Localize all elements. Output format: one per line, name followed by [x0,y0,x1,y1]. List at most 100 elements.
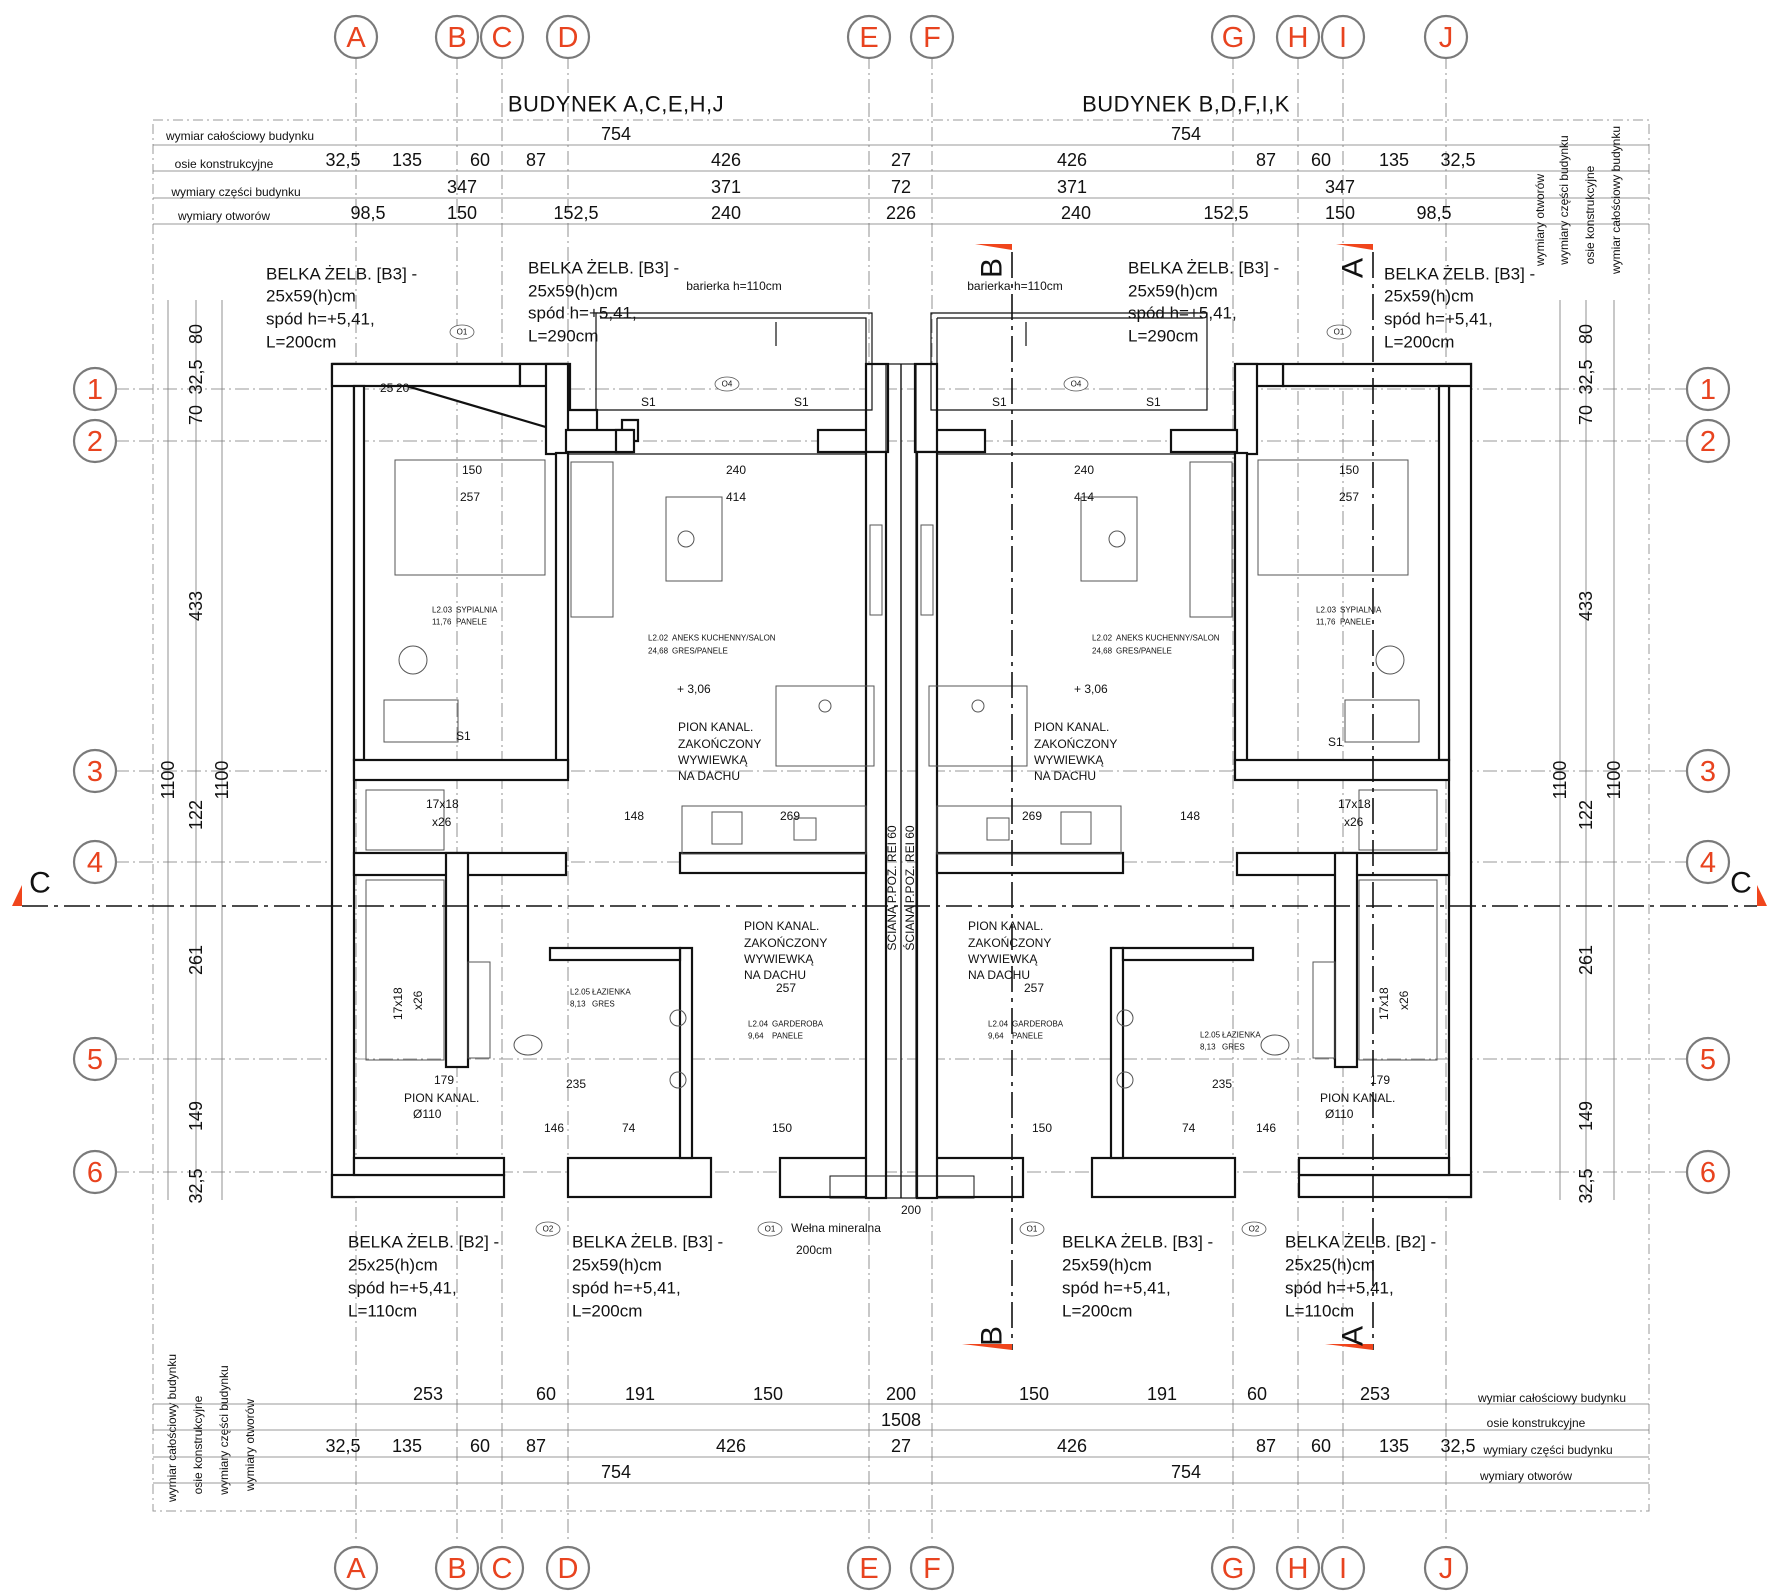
dim-row-label: wymiary otworów [1479,1469,1572,1483]
dim-value: 754 [1171,124,1201,144]
axis-bubble-e-bottom: E [846,1545,892,1591]
svg-text:20: 20 [396,381,410,395]
svg-text:L2.04: L2.04 [988,1020,1009,1029]
svg-text:150: 150 [1032,1121,1052,1135]
svg-text:1100: 1100 [1550,761,1570,800]
dim-value: 426 [1057,1436,1087,1456]
svg-text:ZAKOŃCZONY: ZAKOŃCZONY [968,935,1051,950]
svg-text:L=200cm: L=200cm [572,1302,642,1321]
svg-text:spód h=+5,41,: spód h=+5,41, [528,304,637,323]
pion-note-upper-right: PION KANAL. ZAKOŃCZONY WYWIEWKĄ NA DACHU [1034,720,1117,783]
svg-text:L2.03: L2.03 [1316,606,1337,615]
bottom-dimensions: wymiar całościowy budynku osie konstrukc… [153,1384,1649,1484]
svg-text:x26: x26 [432,815,452,829]
svg-text:C: C [492,22,513,54]
svg-text:L2.05: L2.05 [570,988,591,997]
svg-text:240: 240 [1074,463,1094,477]
dim-row-label: osie konstrukcyjne [175,157,274,171]
svg-text:GARDEROBA: GARDEROBA [1012,1020,1064,1029]
svg-text:PION KANAL.: PION KANAL. [1320,1091,1395,1105]
svg-text:ŁAZIENKA: ŁAZIENKA [1222,1031,1261,1040]
svg-text:257: 257 [776,981,796,995]
svg-text:235: 235 [1212,1077,1232,1091]
svg-text:F: F [923,1553,941,1585]
svg-text:O4: O4 [722,380,733,389]
dim-row-label: osie konstrukcyjne [1487,1416,1586,1430]
furniture-left [365,459,883,1089]
svg-text:74: 74 [622,1121,636,1135]
dim-value: 150 [447,203,477,223]
svg-text:O1: O1 [457,328,468,337]
dim-value: 150 [753,1384,783,1404]
section-lines: C C B A B A [12,244,1767,1350]
dim-value: 87 [1256,1436,1276,1456]
axis-bubble-b-top: B [434,14,480,60]
svg-text:257: 257 [460,490,480,504]
dim-value: 1508 [881,1410,921,1430]
svg-text:J: J [1439,22,1454,54]
axis-bubbles: A B C D E F G H I J A B C D E F G H I J … [72,14,1731,1591]
svg-text:NA DACHU: NA DACHU [678,769,740,783]
svg-text:O2: O2 [543,1225,554,1234]
room-label-sypialnia-right: L2.03 SYPIALNIA 11,76 PANELE [1316,606,1382,627]
dim-value: 32,5 [325,1436,360,1456]
svg-text:spód h=+5,41,: spód h=+5,41, [266,310,375,329]
svg-text:5: 5 [1700,1044,1716,1076]
svg-text:S1: S1 [794,395,809,409]
dim-value: 191 [625,1384,655,1404]
axis-bubble-3-left: 3 [72,748,118,794]
svg-text:25x59(h)cm: 25x59(h)cm [528,282,618,301]
dim-value: 152,5 [553,203,598,223]
dim-value: 135 [392,150,422,170]
axis-bubble-1-left: 1 [72,366,118,412]
svg-text:G: G [1222,1553,1245,1585]
svg-text:A: A [346,22,366,54]
svg-text:J: J [1439,1553,1454,1585]
svg-text:150: 150 [462,463,482,477]
svg-text:GRES: GRES [1222,1043,1245,1052]
room-label-garderoba-left: L2.04 GARDEROBA 9,64 PANELE [748,1020,824,1041]
svg-text:x26: x26 [411,990,425,1010]
svg-text:80: 80 [186,324,206,344]
svg-text:L2.02: L2.02 [1092,634,1113,643]
svg-text:S1: S1 [456,729,471,743]
furniture-right [920,459,1438,1089]
beam-tags: O1 O4 O4 O1 O2 O1 O1 O2 [449,324,1352,1237]
axis-bubble-g-top: G [1210,14,1256,60]
svg-text:PION KANAL.: PION KANAL. [404,1091,479,1105]
svg-text:4: 4 [1700,847,1716,879]
svg-text:PION KANAL.: PION KANAL. [968,919,1043,933]
svg-text:BELKA ŻELB. [B3] -: BELKA ŻELB. [B3] - [266,265,417,284]
axis-bubble-i-top: I [1320,14,1366,60]
svg-text:257: 257 [1339,490,1359,504]
svg-text:NA DACHU: NA DACHU [1034,769,1096,783]
beam-note-b3-290-top-left: BELKA ŻELB. [B3] - 25x59(h)cm spód h=+5,… [528,259,679,346]
svg-text:PION KANAL.: PION KANAL. [678,720,753,734]
svg-text:70: 70 [186,405,206,425]
svg-text:E: E [859,1553,878,1585]
dim-value: 27 [891,150,911,170]
svg-text:ZAKOŃCZONY: ZAKOŃCZONY [678,736,761,751]
svg-text:17x18: 17x18 [391,987,405,1020]
dim-value: 371 [711,177,741,197]
dim-value: 60 [1311,150,1331,170]
svg-text:17x18: 17x18 [426,797,459,811]
svg-text:F: F [923,22,941,54]
svg-text:WYWIEWKĄ: WYWIEWKĄ [968,952,1038,966]
axis-bubble-a-top: A [333,14,379,60]
svg-text:L2.04: L2.04 [748,1020,769,1029]
svg-text:25x59(h)cm: 25x59(h)cm [1062,1256,1152,1275]
svg-text:32,5: 32,5 [1576,1168,1596,1203]
svg-text:261: 261 [186,945,206,975]
svg-text:BELKA ŻELB. [B2] -: BELKA ŻELB. [B2] - [1285,1233,1436,1252]
room-label-lazienka-right: L2.05 ŁAZIENKA 8,13 GRES [1200,1031,1261,1052]
svg-text:L2.05: L2.05 [1200,1031,1221,1040]
svg-text:Ø110: Ø110 [1325,1107,1354,1121]
beam-note-b2-110-bottom-right: BELKA ŻELB. [B2] - 25x25(h)cm spód h=+5,… [1285,1233,1436,1321]
svg-text:70: 70 [1576,405,1596,425]
svg-text:269: 269 [1022,809,1042,823]
svg-text:PANELE: PANELE [1340,618,1371,627]
svg-text:Ø110: Ø110 [413,1107,442,1121]
svg-text:269: 269 [780,809,800,823]
fire-wall-note: ŚCIANA P.POZ. REI 60 [902,825,917,950]
